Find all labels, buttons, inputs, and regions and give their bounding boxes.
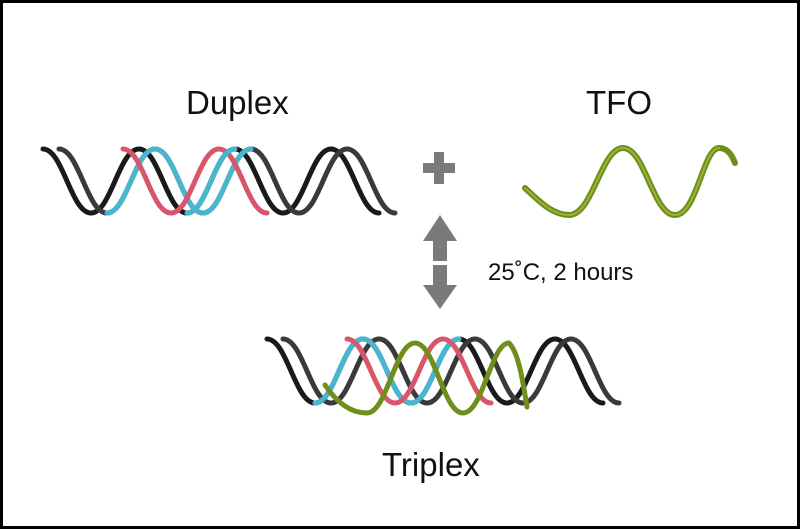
double-arrow-icon [423, 215, 457, 309]
duplex-cyan-strand [104, 146, 254, 216]
duplex-cyan-strand-2 [184, 146, 238, 216]
plus-icon [423, 152, 455, 184]
tfo-strand [522, 144, 738, 219]
triplex-helix [264, 336, 622, 416]
diagram-graphics [40, 144, 738, 416]
tfo-label: TFO [586, 84, 652, 121]
reaction-condition-label: 25˚C, 2 hours [488, 259, 634, 286]
triplex-olive-strand [322, 340, 530, 416]
duplex-label: Duplex [186, 84, 289, 121]
duplex-helix [40, 146, 398, 216]
tfo-strand-shade [524, 146, 720, 217]
triplex-label: Triplex [382, 446, 480, 483]
triplex-red-strand [344, 336, 494, 406]
duplex-red-strand [120, 146, 270, 216]
